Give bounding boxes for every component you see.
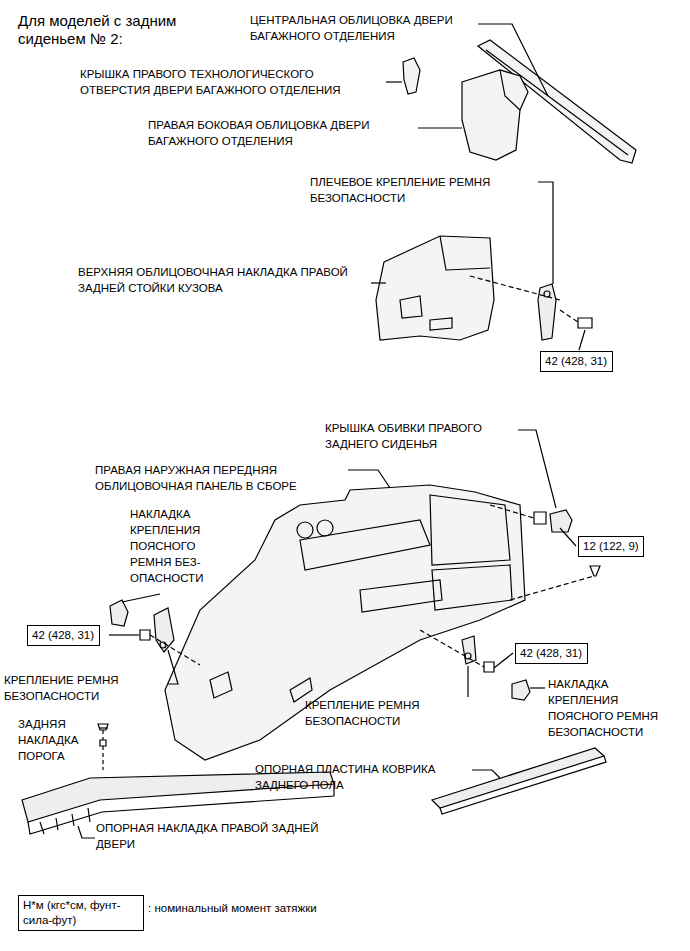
part-label: КРЫШКА ПРАВОГО ТЕХНОЛОГИЧЕСКОГО ОТВЕРСТИ… xyxy=(80,66,385,98)
part-label: : номинальный момент затяжки xyxy=(148,900,368,916)
torque-value: Н*м (кгс*см, фунт-сила-фут) xyxy=(23,898,139,928)
part-label: ОПОРНАЯ НАКЛАДКА ПРАВОЙ ЗАДНЕЙ ДВЕРИ xyxy=(96,820,322,852)
part-label: НАКЛАДКА КРЕПЛЕНИЯ ПОЯСНОГО РЕМНЯ БЕЗ-ОП… xyxy=(130,506,226,586)
part-label: ВЕРХНЯЯ ОБЛИЦОВОЧНАЯ НАКЛАДКА ПРАВОЙ ЗАД… xyxy=(78,264,370,296)
part-label: ПРАВАЯ БОКОВАЯ ОБЛИЦОВКА ДВЕРИ БАГАЖНОГО… xyxy=(148,117,416,149)
part-label: ЦЕНТРАЛЬНАЯ ОБЛИЦОВКА ДВЕРИ БАГАЖНОГО ОТ… xyxy=(250,12,476,44)
torque-box: 42 (428, 31) xyxy=(540,351,613,372)
part-label: ПЛЕЧЕВОЕ КРЕПЛЕНИЕ РЕМНЯ БЕЗОПАСНОСТИ xyxy=(310,174,536,206)
part-label: КРЫШКА ОБИВКИ ПРАВОГО ЗАДНЕГО СИДЕНЬЯ xyxy=(325,420,517,452)
torque-value: 42 (428, 31) xyxy=(32,628,94,643)
torque-value: 12 (122, 9) xyxy=(583,539,639,554)
part-label: ОПОРНАЯ ПЛАСТИНА КОВРИКА ЗАДНЕГО ПОЛА xyxy=(255,761,471,793)
torque-box: Н*м (кгс*см, фунт-сила-фут) xyxy=(18,895,144,931)
torque-value: 42 (428, 31) xyxy=(545,354,607,369)
torque-box: 12 (122, 9) xyxy=(578,536,644,557)
part-label: НАКЛАДКА КРЕПЛЕНИЯ ПОЯСНОГО РЕМНЯ БЕЗОПА… xyxy=(548,676,670,740)
torque-box: 42 (428, 31) xyxy=(27,625,100,646)
part-label: ЗАДНЯЯ НАКЛАДКА ПОРОГА xyxy=(18,716,108,764)
torque-box: 42 (428, 31) xyxy=(515,643,588,664)
part-label: КРЕПЛЕНИЕ РЕМНЯ БЕЗОПАСНОСТИ xyxy=(4,672,168,704)
part-label: КРЕПЛЕНИЕ РЕМНЯ БЕЗОПАСНОСТИ xyxy=(305,697,473,729)
torque-value: 42 (428, 31) xyxy=(520,646,582,661)
part-label: ПРАВАЯ НАРУЖНАЯ ПЕРЕДНЯЯ ОБЛИЦОВОЧНАЯ ПА… xyxy=(95,462,347,494)
section-title: Для моделей с задним сиденьем № 2: xyxy=(18,12,238,48)
